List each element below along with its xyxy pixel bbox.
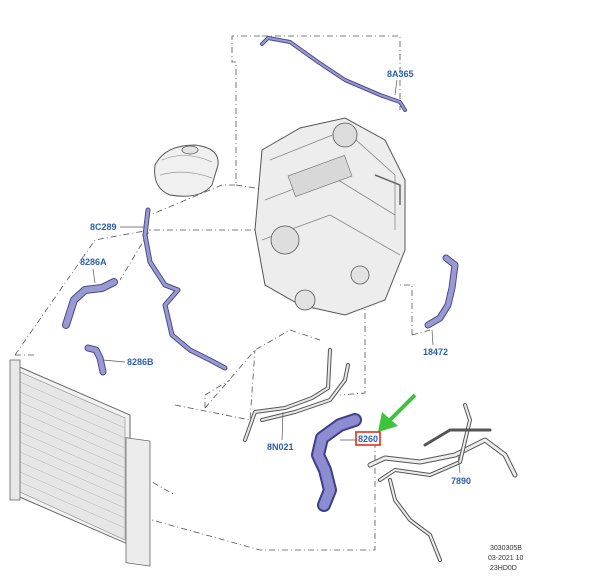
footer-line-1: 3030305B [490,545,522,552]
callout-18472: 18472 [423,347,448,357]
hose-8A365 [260,36,407,112]
callout-8A365: 8A365 [387,69,414,79]
callout-7890: 7890 [451,476,471,486]
callout-8N021: 8N021 [267,442,294,452]
hoses [62,36,518,562]
highlight-box [355,431,381,446]
callout-8260: 8260 [358,434,378,444]
callout-8286A: 8286A [80,257,107,267]
highlight-arrow [378,393,417,432]
callout-8286B: 8286B [127,357,154,367]
footer-line-2: 03-2021 10 [488,555,524,562]
footer-line-3: 23HD0D [490,565,517,572]
engine-block [254,117,406,316]
expansion-tank [154,144,219,197]
radiator [9,359,151,567]
callout-leaders [92,79,461,474]
callout-8C289: 8C289 [90,222,117,232]
